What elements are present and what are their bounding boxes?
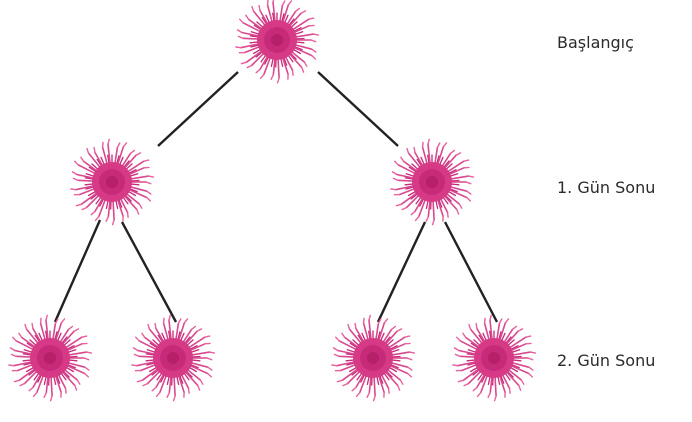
level-label-start: Başlangıç [557, 33, 634, 52]
virus-nodes-group [9, 0, 536, 401]
edge-left-left [55, 220, 100, 322]
edge-root-right [318, 72, 398, 146]
edge-root-left [158, 72, 238, 146]
level-label-day-2: 2. Gün Sonu [557, 351, 655, 370]
virus-icon-day1-right [391, 139, 474, 224]
edge-left-right [122, 222, 176, 322]
virus-icon-day2-1 [9, 315, 92, 400]
virus-icon-day2-4 [453, 315, 536, 400]
edge-right-right [445, 222, 497, 322]
edge-right-left [378, 222, 425, 322]
virus-icon-root [236, 0, 319, 83]
virus-icon-day1-left [71, 139, 153, 224]
virus-icon-day2-3 [332, 315, 415, 400]
virus-icon-day2-2 [132, 315, 215, 400]
level-label-day-1: 1. Gün Sonu [557, 178, 655, 197]
